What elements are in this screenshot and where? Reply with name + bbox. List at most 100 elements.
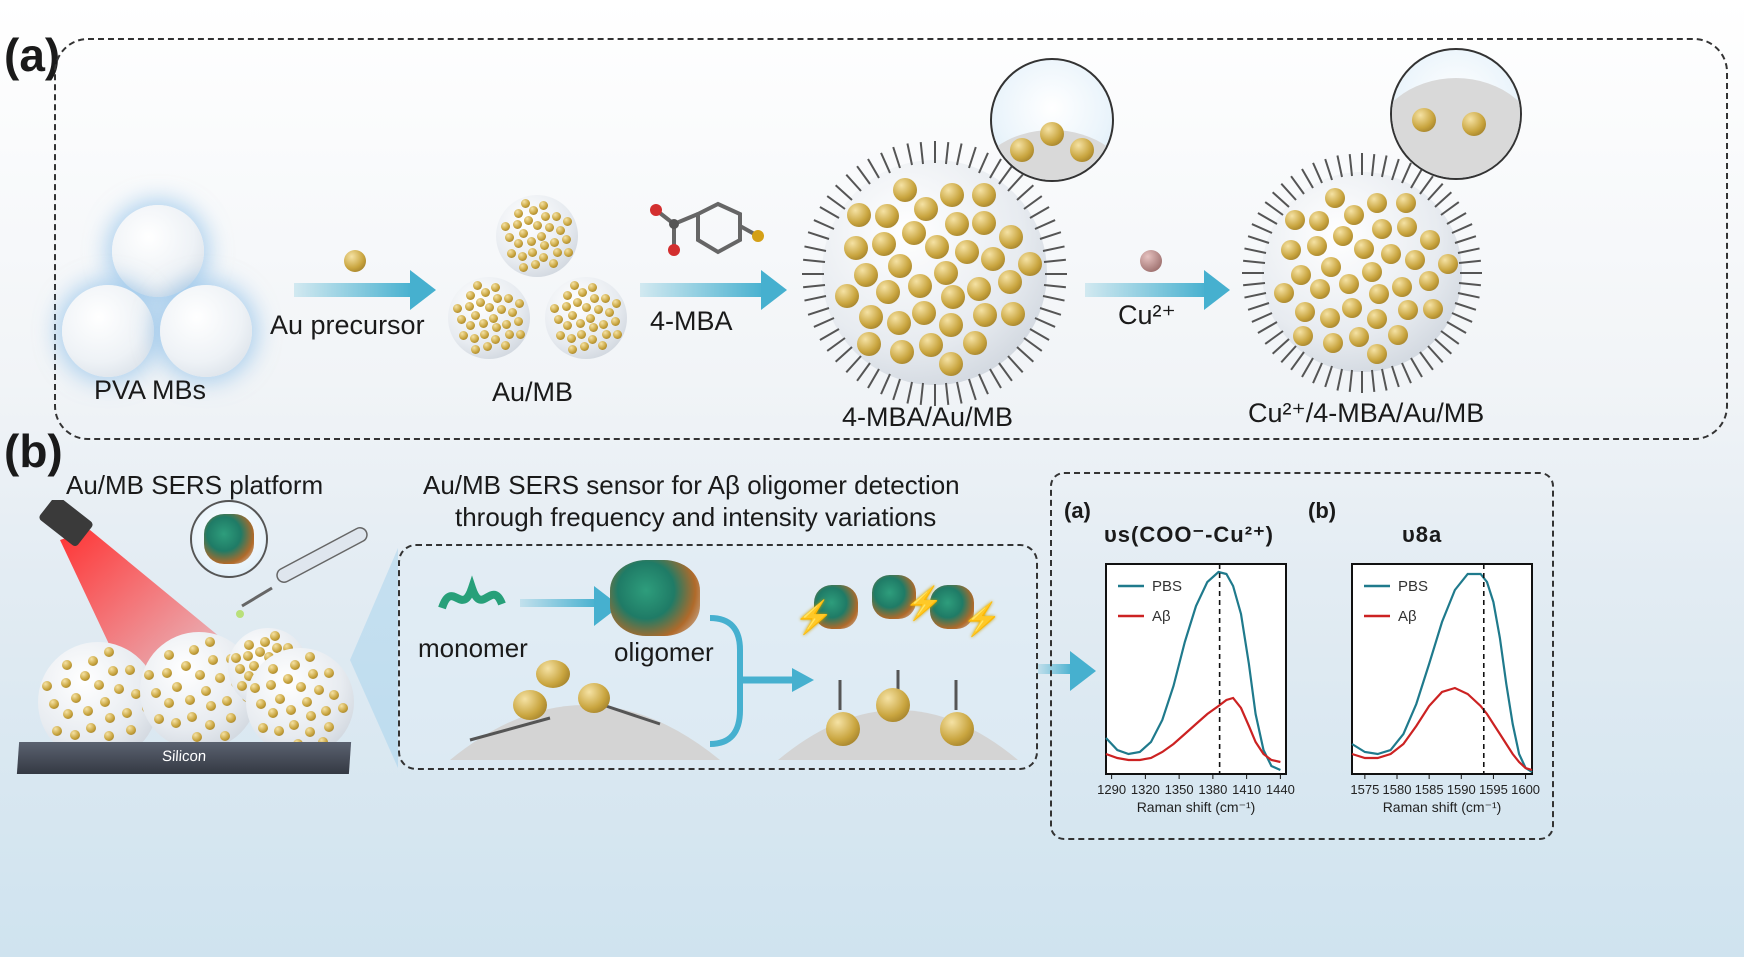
gold-nanoparticle	[187, 711, 198, 722]
gold-nanoparticle	[1396, 217, 1417, 238]
panel-a-frame	[54, 38, 1728, 440]
gold-nanoparticle	[552, 248, 562, 258]
gold-nanoparticle	[478, 318, 488, 328]
gold-nanoparticle	[940, 712, 974, 746]
x-tick-label: 1585	[1415, 782, 1444, 797]
gold-nanoparticle	[1309, 211, 1330, 232]
x-tick-label: 1600	[1511, 782, 1540, 797]
gold-nanoparticle	[561, 302, 571, 311]
x-tick-label: 1380	[1198, 782, 1227, 797]
gold-nanoparticle	[528, 247, 538, 257]
legend-label: PBS	[1398, 578, 1428, 595]
gold-nanoparticle	[41, 680, 52, 691]
gold-nanoparticle	[594, 305, 604, 315]
gold-nanoparticle	[313, 685, 324, 696]
gold-nanoparticle	[258, 722, 269, 733]
arrow-monomer-oligomer	[520, 586, 620, 626]
mba-ligand	[1045, 272, 1067, 275]
gold-nanoparticle	[237, 681, 248, 692]
gold-nanoparticle	[465, 321, 475, 331]
gold-nanoparticle	[924, 234, 949, 259]
gold-nanoparticle	[1422, 298, 1443, 319]
gold-nanoparticle	[513, 690, 547, 720]
gold-nanoparticle	[875, 279, 900, 304]
chart-a-title: υs(COO⁻-Cu²⁺)	[1104, 522, 1275, 547]
bound-oligomer-icon	[930, 585, 974, 629]
cu-ion-particle	[1140, 250, 1162, 272]
series-line-abeta	[1351, 686, 1533, 772]
gold-nanoparticle	[242, 651, 253, 662]
gold-nanoparticle	[568, 344, 578, 354]
gold-nanoparticle	[588, 282, 598, 292]
gold-nanoparticle	[266, 680, 277, 691]
gold-nanoparticle	[504, 330, 514, 340]
gold-nanoparticle	[491, 334, 501, 344]
legend-label: PBS	[1152, 578, 1182, 595]
gold-nanoparticle	[1366, 344, 1387, 365]
gold-nanoparticle	[847, 202, 872, 227]
label-au-mb: Au/MB	[492, 377, 574, 407]
gold-nanoparticle	[1388, 324, 1409, 345]
gold-nanoparticle	[934, 260, 959, 285]
gold-nanoparticle	[938, 352, 963, 377]
gold-nanoparticle	[201, 686, 212, 696]
gold-nanoparticle	[255, 698, 266, 709]
gold-nanoparticle	[491, 323, 501, 333]
gold-nanoparticle	[562, 290, 572, 300]
gold-nanoparticle	[563, 247, 573, 257]
gold-nanoparticle	[911, 300, 936, 325]
gold-nanoparticle	[502, 319, 512, 329]
gold-nanoparticle	[1368, 283, 1389, 304]
gold-nanoparticle	[1397, 300, 1418, 321]
gold-nanoparticle	[567, 311, 577, 321]
gold-nanoparticle	[172, 682, 183, 693]
gold-nanoparticle	[130, 688, 141, 699]
gold-nanoparticle	[171, 718, 182, 729]
gold-nanoparticle	[578, 683, 610, 713]
sensor-title-line2: through frequency and intensity variatio…	[455, 502, 937, 532]
gold-nanoparticle	[513, 208, 523, 218]
gold-nanoparticle	[79, 671, 90, 682]
gold-nanoparticle	[296, 682, 307, 693]
gold-nanoparticle	[588, 323, 598, 333]
spectra-frame	[1050, 472, 1554, 840]
gold-nanoparticle	[892, 178, 917, 203]
gold-nanoparticle	[472, 280, 482, 290]
gold-nanoparticle	[143, 670, 154, 681]
gold-nanoparticle	[876, 688, 910, 722]
sensor-surface-before	[450, 702, 720, 760]
gold-nanoparticle	[243, 639, 254, 650]
gold-nanoparticle	[328, 689, 339, 700]
gold-nanoparticle	[470, 311, 480, 321]
x-tick-label: 1410	[1232, 782, 1261, 797]
monomer-helix-icon	[438, 575, 506, 610]
gold-nanoparticle	[858, 304, 883, 329]
gold-nanoparticle	[338, 702, 349, 713]
gold-nanoparticle	[1325, 188, 1346, 209]
series-line-abeta	[1105, 696, 1281, 764]
gold-nanoparticle	[914, 196, 939, 221]
au-precursor-particle	[344, 250, 366, 272]
gold-nanoparticle	[275, 693, 286, 704]
gold-nanoparticle	[1290, 264, 1311, 285]
x-axis-title: Raman shift (cm⁻¹)	[1137, 799, 1256, 815]
gold-nanoparticle	[512, 220, 522, 229]
gold-nanoparticle	[272, 643, 283, 654]
gold-nanoparticle	[268, 708, 279, 719]
plot-frame	[1105, 563, 1287, 775]
gold-nanoparticle	[493, 294, 503, 304]
gold-nanoparticle	[459, 331, 469, 341]
gold-nanoparticle	[567, 333, 577, 343]
gold-nanoparticle	[470, 333, 480, 343]
gold-nanoparticle	[103, 731, 114, 742]
gold-nanoparticle	[578, 288, 588, 298]
gold-nanoparticle	[1295, 301, 1315, 322]
platform-au-mb-sphere	[246, 648, 354, 756]
gold-nanoparticle	[83, 705, 94, 716]
bound-oligomer-icon	[872, 575, 916, 619]
gold-nanoparticle	[491, 282, 501, 292]
gold-nanoparticle	[1396, 192, 1417, 213]
gold-nanoparticle	[539, 200, 549, 210]
gold-nanoparticle	[305, 710, 316, 721]
